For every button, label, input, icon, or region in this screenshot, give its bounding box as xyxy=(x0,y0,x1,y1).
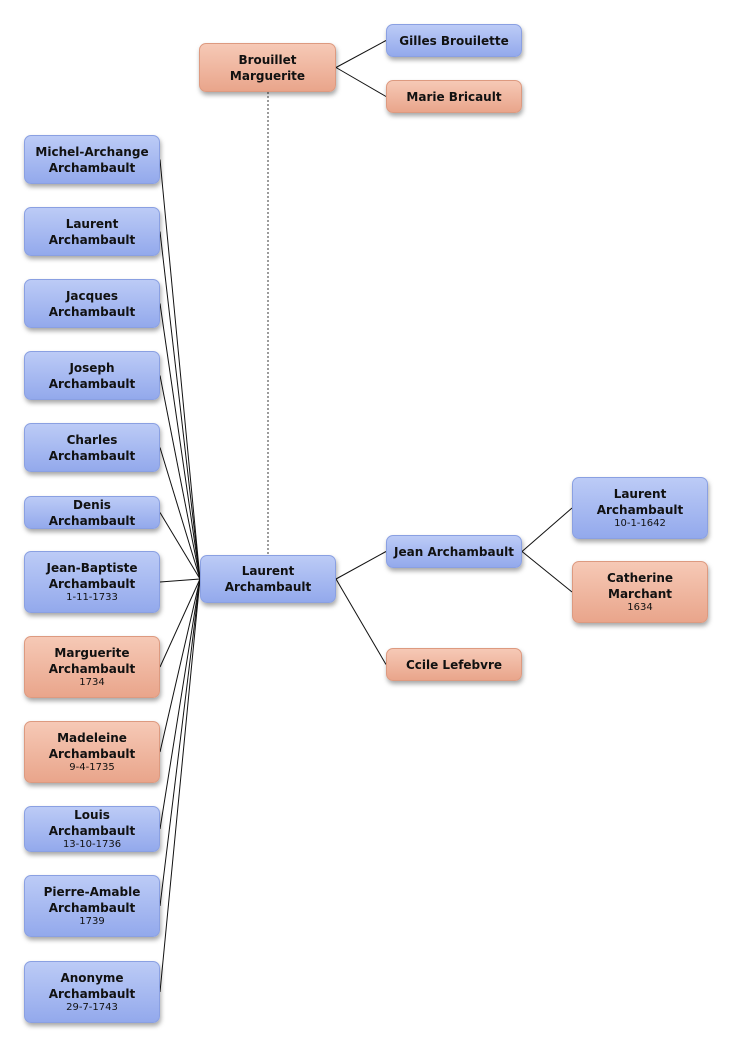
person-name: Brouillet xyxy=(238,52,297,67)
person-name: Marie Bricault xyxy=(406,89,502,104)
person-date: 13-10-1736 xyxy=(62,839,122,850)
person-name: Joseph xyxy=(69,360,115,375)
person-name: Archambault xyxy=(596,503,684,517)
person-name: Marguerite xyxy=(229,68,306,83)
person-name: Gilles Brouilette xyxy=(399,33,509,48)
spouse-parent-connector xyxy=(335,67,387,97)
child-connector xyxy=(159,578,201,993)
person-name: Louis Archambault xyxy=(48,808,136,838)
grandparent-connector xyxy=(521,551,573,593)
mother-node[interactable]: Ccile Lefebvre xyxy=(386,648,522,681)
spouse-parent-connector xyxy=(335,40,387,68)
child-connector xyxy=(159,578,201,907)
person-date: 1734 xyxy=(79,677,105,688)
person-name: Archambault xyxy=(48,160,136,175)
person-name: Archambault xyxy=(224,580,312,594)
person-name: Denis Archambault xyxy=(48,497,136,528)
person-name: Laurent xyxy=(65,216,119,231)
person-name: Archambault xyxy=(48,662,136,676)
person-name: Archambault xyxy=(48,987,136,1001)
person-name: Jacques xyxy=(65,288,119,303)
father-node[interactable]: Jean Archambault xyxy=(386,535,522,568)
child-connector xyxy=(159,578,201,668)
parent-connector xyxy=(335,551,387,580)
person-name: Charles xyxy=(66,432,118,447)
person-date: 1-11-1733 xyxy=(66,592,118,603)
child-connector xyxy=(159,512,201,580)
person-name: Michel-Archange xyxy=(35,144,149,159)
person-date: 9-4-1735 xyxy=(69,762,115,773)
person-name: Laurent xyxy=(613,487,667,501)
child-connector xyxy=(159,159,201,580)
person-date: 1739 xyxy=(79,916,105,927)
child-connector xyxy=(159,578,201,830)
person-name: Archambault xyxy=(48,304,136,319)
person-name: Ccile Lefebvre xyxy=(405,657,503,672)
spouse-mother-node[interactable]: Marie Bricault xyxy=(386,80,522,113)
person-name: Anonyme xyxy=(60,971,124,985)
person-name: Jean Archambault xyxy=(394,544,514,559)
parent-connector xyxy=(335,578,387,665)
child-connector xyxy=(159,375,201,580)
person-name: Madeleine xyxy=(57,731,127,745)
person-date: 1634 xyxy=(627,602,653,613)
person-date: 10-1-1642 xyxy=(614,518,666,529)
person-name: Archambault xyxy=(48,376,136,391)
person-name: Pierre-Amable xyxy=(43,885,141,899)
person-date: 29-7-1743 xyxy=(66,1002,118,1013)
person-name: Jean-Baptiste xyxy=(46,561,138,575)
person-name: Archambault xyxy=(48,232,136,247)
person-name: Archambault xyxy=(48,747,136,761)
grandparent-connector xyxy=(521,507,573,552)
child-connector xyxy=(159,231,201,580)
child-connector xyxy=(159,578,201,753)
person-name: Laurent xyxy=(241,564,295,578)
child-connector xyxy=(159,578,201,583)
person-name: Catherine xyxy=(606,571,674,585)
person-name: Marguerite xyxy=(54,646,130,660)
person-name: Marchant xyxy=(608,587,672,601)
child-node[interactable]: Denis Archambault xyxy=(24,496,160,529)
child-connector xyxy=(159,447,201,580)
spouse-father-node[interactable]: Gilles Brouilette xyxy=(386,24,522,57)
person-name: Archambault xyxy=(48,901,136,915)
child-connector xyxy=(159,303,201,580)
person-name: Archambault xyxy=(48,448,136,463)
person-name: Archambault xyxy=(48,577,136,591)
